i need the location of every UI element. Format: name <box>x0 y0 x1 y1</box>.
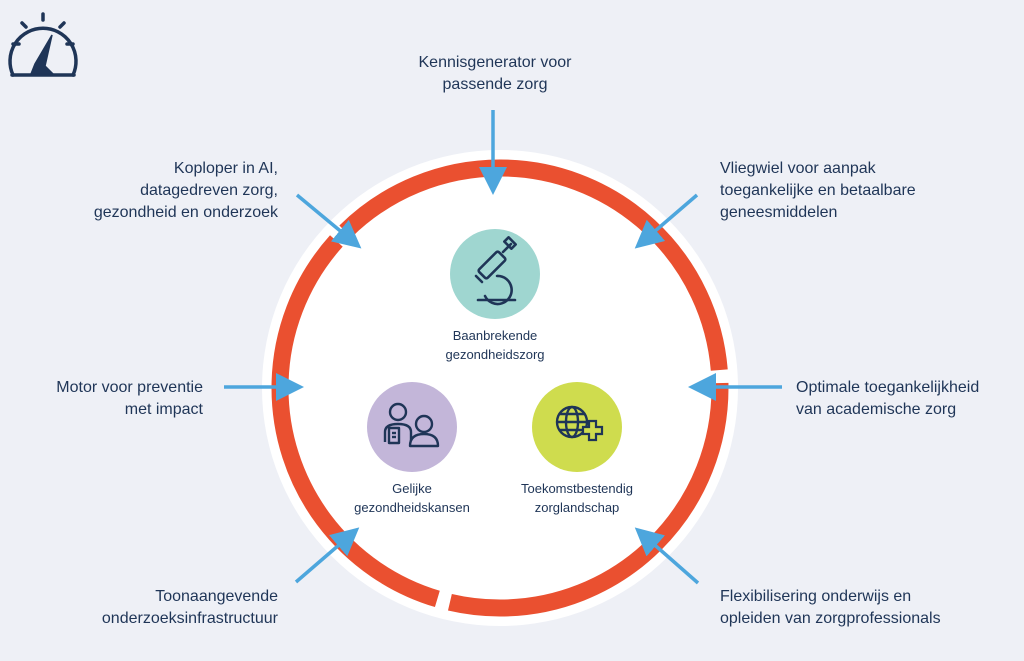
pillar-circle-gelijke <box>367 382 457 472</box>
label-vliegwiel: Vliegwiel voor aanpak toegankelijke en b… <box>720 160 916 221</box>
pillar-label-baanbrekende: Baanbrekende gezondheidszorg <box>445 328 545 362</box>
label-koploper-ai: Koploper in AI, datagedreven zorg, gezon… <box>93 160 278 221</box>
microscope-icon <box>474 236 517 306</box>
arrow-bottom-right <box>634 527 700 585</box>
speedometer-icon <box>8 12 78 77</box>
label-optimale-toegankelijkheid: Optimale toegankelijkheid van academisch… <box>796 379 980 418</box>
label-flexibilisering: Flexibilisering onderwijs en opleiden va… <box>720 588 941 627</box>
label-motor-preventie: Motor voor preventie met impact <box>56 379 203 418</box>
globe-plus-icon <box>555 405 604 442</box>
arrow-top-right <box>634 193 699 249</box>
arrow-bottom-left <box>294 527 360 584</box>
pillar-label-gelijke: Gelijke gezondheidskansen <box>354 481 470 515</box>
pillar-circle-baanbrekende <box>450 229 540 319</box>
label-kennisgenerator: Kennisgenerator voor passende zorg <box>418 54 572 93</box>
people-icon <box>383 402 440 448</box>
label-toonaangevende: Toonaangevende onderzoeksinfrastructuur <box>101 588 278 627</box>
pillar-label-toekomst: Toekomstbestendig zorglandschap <box>520 481 633 515</box>
arrows <box>224 110 782 585</box>
arrow-top-left <box>295 193 362 249</box>
inner-disc <box>262 150 738 626</box>
